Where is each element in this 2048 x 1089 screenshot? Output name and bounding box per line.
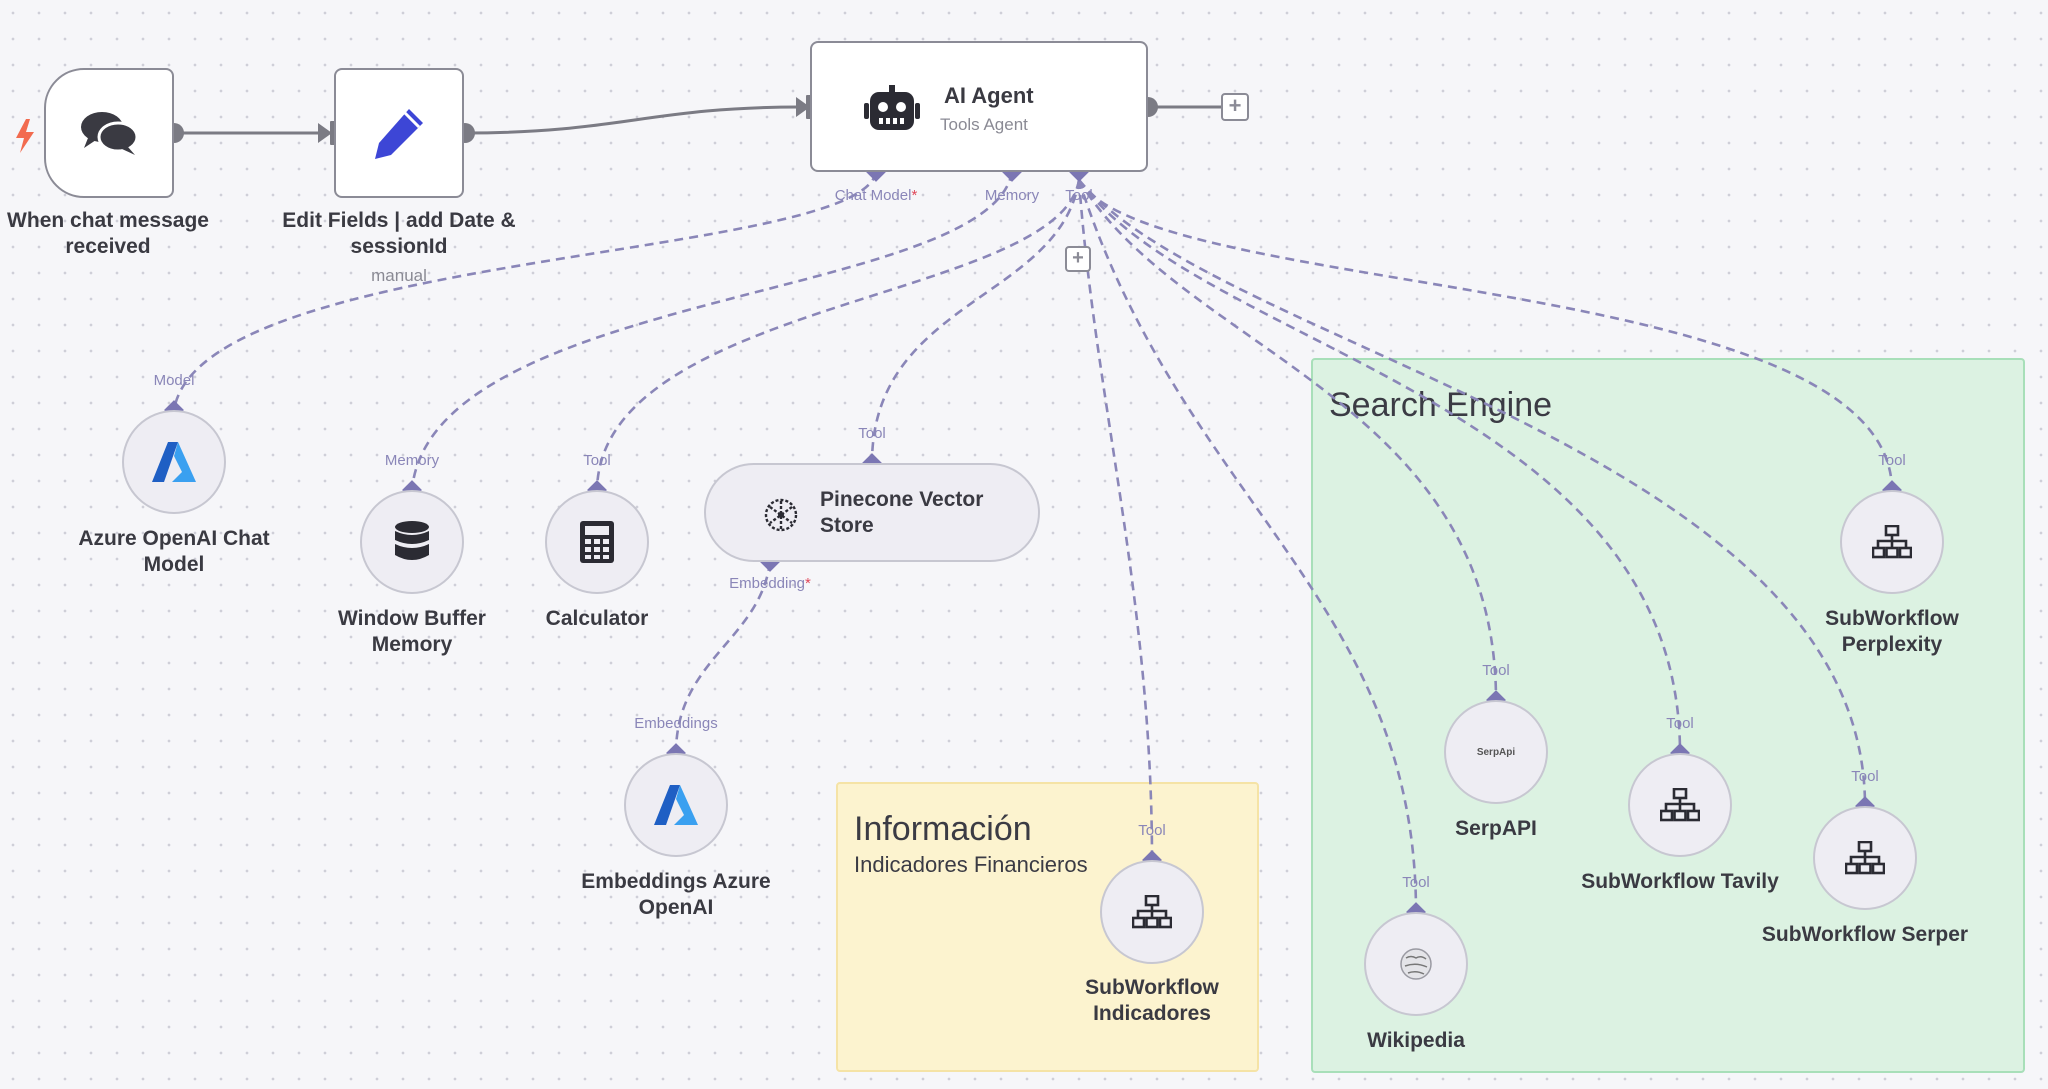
node-edit-fields[interactable] <box>334 68 464 198</box>
node-serpapi[interactable]: SerpApi <box>1444 700 1548 804</box>
chat-bubbles-icon <box>81 112 138 155</box>
node-wikipedia[interactable] <box>1364 912 1468 1016</box>
port-label: Tool <box>1666 715 1694 732</box>
pinecone-icon <box>764 498 798 532</box>
wikipedia-icon <box>1400 948 1432 980</box>
wire-calculator <box>595 179 1081 491</box>
port-label: Embeddings <box>634 715 718 732</box>
wire-perplexity <box>1077 179 1894 491</box>
port-label: Model <box>153 372 195 389</box>
port-label: Memory <box>384 452 440 469</box>
wire-serper <box>1078 179 1867 807</box>
main-connection <box>464 105 801 135</box>
port-label: Tool <box>1878 452 1906 469</box>
wire-tavily <box>1077 179 1682 754</box>
serpapi-logo-icon: SerpApi <box>1476 746 1516 758</box>
node-label: Wikipedia <box>1367 1029 1465 1052</box>
azure-icon <box>654 785 698 825</box>
node-subworkflow-perplexity[interactable] <box>1840 490 1944 594</box>
note-subtitle: Indicadores Financieros <box>854 852 1088 877</box>
node-subworkflow-serper[interactable] <box>1813 806 1917 910</box>
port-label-tool: Tool <box>1065 187 1093 204</box>
wire-wikipedia <box>1077 179 1418 913</box>
port-label: Tool <box>583 452 611 469</box>
sitemap-icon <box>1845 841 1885 875</box>
sitemap-icon <box>1872 525 1912 559</box>
node-embeddings-azure-openai[interactable] <box>624 753 728 857</box>
robot-icon <box>864 85 920 130</box>
add-node-button[interactable]: + <box>1221 93 1249 121</box>
node-sublabel: manual <box>371 266 427 285</box>
node-subworkflow-tavily[interactable] <box>1628 753 1732 857</box>
port-label: Tool <box>858 425 886 442</box>
node-label: Calculator <box>545 607 649 630</box>
port-label-embedding: Embedding* <box>729 575 811 592</box>
port-label-chat-model: Chat Model* <box>834 187 918 204</box>
wire-embeddings <box>674 561 772 754</box>
node-label: SubWorkflow Serper <box>1761 923 1969 946</box>
port-label: Tool <box>1482 662 1510 679</box>
trigger-bolt-icon <box>16 119 34 153</box>
pencil-icon <box>375 109 423 159</box>
node-window-buffer-memory[interactable] <box>360 490 464 594</box>
node-calculator[interactable] <box>545 490 649 594</box>
wire-chat-model <box>172 171 878 411</box>
wire-memory <box>410 171 1014 491</box>
port-label-memory: Memory <box>984 187 1040 204</box>
arrow-icon <box>318 123 332 143</box>
arrow-icon <box>796 97 810 117</box>
node-label: Edit Fields | add Date &sessionId <box>282 209 516 258</box>
port-label: Tool <box>1402 874 1430 891</box>
node-subtitle: Tools Agent <box>940 115 1028 134</box>
port-label: Tool <box>1138 822 1166 839</box>
sitemap-icon <box>1660 788 1700 822</box>
azure-icon <box>152 442 196 482</box>
port-label: Tool <box>1851 768 1879 785</box>
note-title: Información <box>854 810 1032 848</box>
node-label: SerpAPI <box>1455 817 1537 840</box>
node-ai-agent[interactable]: AI Agent Tools Agent <box>810 41 1148 172</box>
calculator-icon <box>580 521 614 563</box>
add-tool-button[interactable]: + <box>1065 246 1091 272</box>
sitemap-icon <box>1132 895 1172 929</box>
node-chat-trigger[interactable] <box>44 68 174 198</box>
node-title: AI Agent <box>944 83 1034 108</box>
wire-serpapi <box>1077 179 1498 701</box>
database-icon <box>395 521 429 560</box>
node-label: SubWorkflow Tavily <box>1581 870 1779 893</box>
node-subworkflow-indicadores[interactable] <box>1100 860 1204 964</box>
node-azure-openai-chat[interactable] <box>122 410 226 514</box>
wire-indicadores <box>1077 179 1154 861</box>
wire-pinecone <box>870 179 1081 464</box>
